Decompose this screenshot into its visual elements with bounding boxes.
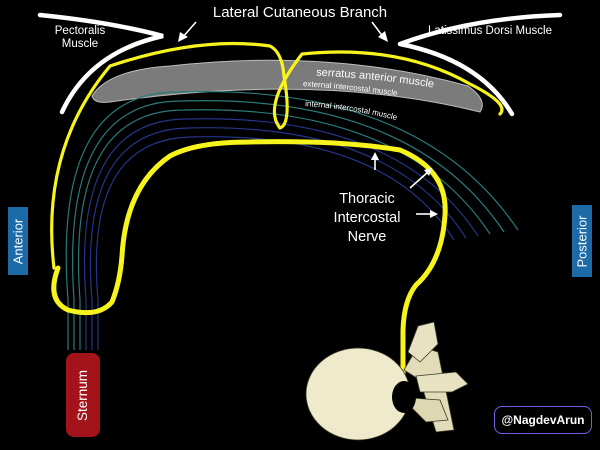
internal-intercostal-label: internal intercostal muscle xyxy=(305,99,399,122)
nerve-label-line-3: Nerve xyxy=(347,228,387,245)
pointer-arrows xyxy=(178,21,438,218)
pectoralis-outline xyxy=(37,12,164,115)
vertebra-transverse-upper xyxy=(407,321,439,363)
nerve-label-line-1: Thoracic xyxy=(339,191,395,207)
latissimus-dorsi-label: Latissimus Dorsi Muscle xyxy=(428,25,552,37)
vertebra xyxy=(305,321,469,441)
thoracic-intercostal-nerve-label: Thoracic Intercostal Nerve xyxy=(322,190,412,247)
sternum-block: Sternum xyxy=(66,353,100,437)
posterior-tab: Posterior xyxy=(572,205,592,277)
sternum-label: Sternum xyxy=(75,369,91,421)
lateral-cutaneous-branch-label: Lateral Cutaneous Branch xyxy=(212,4,388,21)
inner-intercostal-lines xyxy=(83,118,479,350)
anterior-label: Anterior xyxy=(10,218,26,264)
pectoralis-muscle-label: Pectoralis Muscle xyxy=(54,25,106,51)
latissimus-outline xyxy=(397,12,563,117)
anterior-tab: Anterior xyxy=(8,207,28,275)
vertebra-transverse-right xyxy=(415,371,469,393)
nerve-label-line-2: Intercostal xyxy=(333,209,401,226)
thoracic-intercostal-nerve xyxy=(51,139,448,395)
author-handle-badge: @NagdevArun xyxy=(494,406,592,434)
intercostal-lines xyxy=(65,90,519,350)
spinal-canal xyxy=(392,381,416,413)
lateral-cutaneous-branch xyxy=(50,41,504,270)
arrow-diagonal-to-nerve xyxy=(409,171,429,189)
posterior-label: Posterior xyxy=(574,214,590,268)
